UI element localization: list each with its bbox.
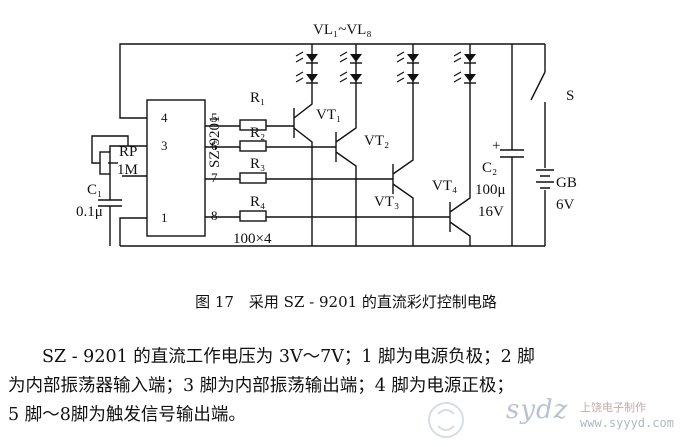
diagram-labels: VL₁~VL₈ SZ-9201 4 3 1 5 6 7 8 R₁ R₂ R₃ R… [76,22,577,247]
led-group-label: VL₁~VL₈ [313,22,372,38]
r3-resistor [239,172,267,184]
rp-label: RP [119,144,137,160]
pin-5: 5 [211,110,218,125]
led-8 [453,71,476,84]
r4-label: R₄ [250,194,265,210]
led-2 [295,71,318,84]
vt2-label: VT₂ [364,133,389,149]
ic-sz9201 [146,99,206,237]
figure-caption: 图 17 采用 SZ - 9201 的直流彩灯控制电路 [195,293,497,311]
led-3 [339,51,362,64]
led-1 [295,51,318,64]
ic-name: SZ-9201 [207,116,223,169]
r1-label: R₁ [250,90,265,106]
description-paragraph: SZ - 9201 的直流工作电压为 3V～7V；1 脚为电源负极；2 脚 为内… [8,343,688,430]
top-rail [119,43,545,110]
r3-label: R₃ [250,156,265,172]
pin-3: 3 [161,138,168,153]
battery-label: GB [556,175,577,191]
c1-value: 0.1μ [76,204,103,220]
vt4-transistor [449,92,471,246]
pin-8: 8 [211,208,218,223]
vt1-transistor [293,92,313,246]
paragraph-line: SZ - 9201 的直流工作电压为 3V～7V；1 脚为电源负极；2 脚 [42,347,535,367]
vt4-label: VT₄ [432,178,457,194]
r2-label: R₂ [250,125,265,141]
watermark-site-name: 上饶电子制作 [580,401,646,414]
switch-s [530,71,546,101]
pin-7: 7 [211,170,218,185]
watermark-logo-icon [428,402,464,438]
circuit-diagram [91,43,554,247]
c2-label: C₂ [482,160,497,176]
switch-label: S [566,88,574,104]
r1-resistor [239,119,267,131]
led-6 [396,71,419,84]
rp-value: 1M [117,162,138,178]
watermark-brand: sydz [506,395,569,425]
led-4 [339,71,362,84]
vt1-label: VT₁ [316,107,341,123]
battery-value: 6V [556,197,575,213]
r4-resistor [239,210,267,222]
resistor-value: 100×4 [233,231,272,247]
c2-value-volt: 16V [478,204,504,220]
paragraph-line: 5 脚～8脚为触发信号输出端。 [8,405,246,425]
led-array [311,44,471,92]
vt3-label: VT₃ [374,194,399,210]
pin-4: 4 [161,110,168,125]
battery-gb [536,169,554,189]
vt2-transistor [335,92,357,246]
pin-6: 6 [211,138,218,153]
vt3-transistor [392,92,414,246]
watermark-url: www.syyyd.com [580,416,674,430]
led-5 [396,51,419,64]
pin-1: 1 [161,210,168,225]
c2-plus: + [492,138,500,154]
c2-value-cap: 100μ [475,182,506,198]
c1-label: C₁ [87,182,102,198]
paragraph-line: 为内部振荡器输入端；3 脚为内部振荡输出端；4 脚为电源正极； [8,376,514,396]
led-glyphs [295,51,476,84]
led-7 [453,51,476,64]
r2-resistor [239,140,267,152]
